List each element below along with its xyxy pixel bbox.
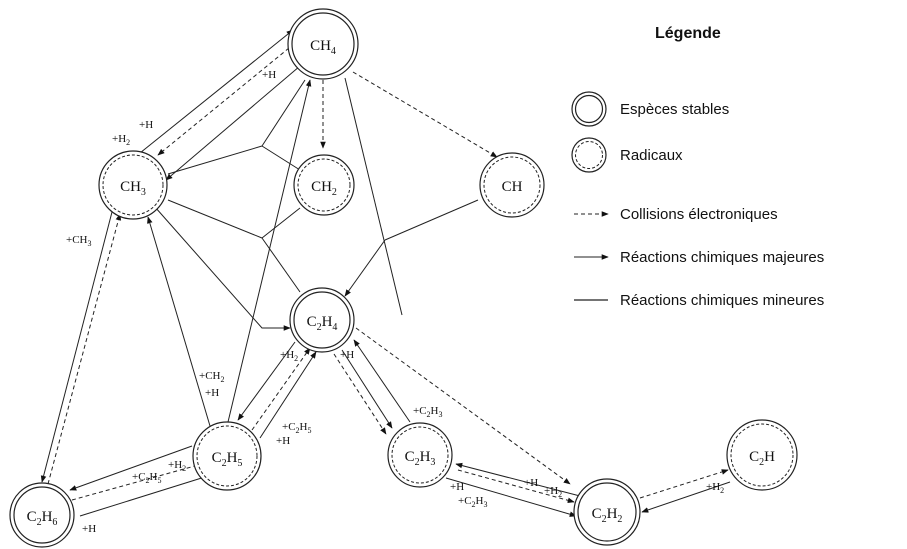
- legend-electron-label: Collisions électroniques: [620, 206, 778, 223]
- edge-ch3-to-ch4: [139, 29, 294, 154]
- edge-c2h2-to-c2h-electron: [639, 469, 729, 499]
- node-ch: CH: [479, 152, 545, 218]
- reaction-label: +H: [82, 523, 96, 535]
- edge-ch4-to-c2h4-minor: [344, 77, 403, 316]
- edge-c2h5-to-ch3: [147, 216, 211, 427]
- edge-c2h6-to-ch3-electron: [47, 213, 122, 485]
- edge-ch2-junction-b: [261, 207, 301, 239]
- legend-stable: Espèces stables: [571, 91, 729, 127]
- legend-title: Légende: [655, 25, 721, 42]
- legend-major-label: Réactions chimiques majeures: [620, 249, 824, 266]
- reaction-label: +H2: [706, 481, 724, 495]
- reaction-label: +C2H5: [132, 471, 162, 485]
- edge-c2h3-to-c2h2: [445, 477, 577, 517]
- edge-junction-ch3: [167, 145, 263, 175]
- node-c2h: C2H: [726, 419, 798, 491]
- edge-ch-to-c2h4: [384, 199, 479, 241]
- reaction-label: +H2: [544, 485, 562, 499]
- edge-c2h5-to-c2h6: [69, 445, 193, 491]
- node-label-c2h: C2H: [749, 449, 775, 468]
- edge-c2h5-to-ch4: [227, 79, 312, 423]
- edge-c2h3-to-c2h2-electron: [457, 469, 575, 504]
- node-label-c2h2: C2H2: [592, 506, 623, 525]
- node-label-ch2: CH2: [311, 179, 337, 198]
- edge-ch4-ch2-junction: [261, 79, 306, 147]
- node-ch2: CH2: [293, 154, 355, 216]
- reaction-label: +H: [205, 387, 219, 399]
- edge-c2h5-to-c2h4: [259, 351, 317, 439]
- edge-junction-ch2: [261, 145, 301, 171]
- reaction-label: +H: [340, 349, 354, 361]
- legend: Légende Espèces stables Radicaux Collisi…: [571, 25, 824, 309]
- reaction-edges: [40, 29, 731, 517]
- legend-electron: Collisions électroniques: [574, 206, 778, 223]
- edge-ch-junction-c2h4: [344, 239, 386, 297]
- edge-ch4-to-ch3: [165, 65, 301, 181]
- edge-ch3-to-c2h6: [40, 211, 113, 483]
- edge-c2h-to-c2h2: [641, 481, 731, 513]
- reaction-label: +C2H3: [413, 405, 443, 419]
- reaction-label: +CH2: [199, 370, 224, 384]
- edge-c2h3-to-c2h4: [353, 339, 411, 423]
- node-label-ch: CH: [502, 179, 523, 195]
- edge-ch4-to-ch3-electron: [157, 47, 290, 156]
- edge-junction-b-c2h4: [261, 237, 301, 293]
- reaction-label: +C2H5: [282, 421, 312, 435]
- legend-stable-label: Espèces stables: [620, 101, 729, 118]
- legend-minor: Réactions chimiques mineures: [574, 292, 824, 309]
- node-c2h5: C2H5: [192, 421, 262, 491]
- legend-minor-label: Réactions chimiques mineures: [620, 292, 824, 309]
- legend-radical-label: Radicaux: [620, 147, 683, 164]
- reaction-label: +H: [262, 69, 276, 81]
- reaction-label: +H: [139, 119, 153, 131]
- node-label-c2h5: C2H5: [212, 450, 243, 469]
- node-c2h6: C2H6: [9, 482, 75, 548]
- reaction-label: +H2: [280, 349, 298, 363]
- reaction-labels: +H +H +H2 +CH3 +CH2 +H +H2 +H +C2H5 +H +…: [66, 69, 724, 535]
- reaction-label: +H: [524, 477, 538, 489]
- node-label-ch3: CH3: [120, 179, 146, 198]
- node-c2h3: C2H3: [387, 422, 453, 488]
- edge-c2h6-to-c2h5: [79, 475, 209, 517]
- node-label-ch4: CH4: [310, 38, 336, 57]
- edge-ch4-to-ch-electron: [352, 71, 498, 158]
- radical-species-icon: [571, 137, 607, 173]
- stable-species-icon: [571, 91, 607, 127]
- edge-c2h4-to-c2h5: [237, 341, 296, 421]
- node-c2h4: C2H4: [289, 287, 355, 353]
- reaction-label: +H2: [112, 133, 130, 147]
- legend-major: Réactions chimiques majeures: [574, 249, 824, 266]
- edge-c2h4-to-c2h2-electron: [355, 327, 571, 485]
- edge-c2h4-to-c2h3-electron: [333, 353, 387, 435]
- node-label-c2h4: C2H4: [307, 314, 338, 333]
- legend-radical: Radicaux: [571, 137, 683, 173]
- reaction-label: +H: [450, 481, 464, 493]
- edge-c2h6-to-c2h5-electron: [71, 462, 203, 501]
- edge-ch3-junction-b: [167, 199, 263, 239]
- node-ch4: CH4: [287, 8, 359, 80]
- node-label-c2h6: C2H6: [27, 509, 58, 528]
- edge-ch3-to-c2h4: [154, 206, 291, 331]
- edge-c2h5-to-c2h4-electron: [251, 347, 311, 431]
- reaction-label: +H2: [168, 459, 186, 473]
- node-c2h2: C2H2: [573, 478, 641, 546]
- reaction-label: +H: [276, 435, 290, 447]
- node-label-c2h3: C2H3: [405, 449, 436, 468]
- node-ch3: CH3: [98, 150, 168, 220]
- reaction-label: +C2H3: [458, 495, 488, 509]
- edge-c2h4-to-c2h3: [341, 349, 393, 429]
- species-nodes: CH4 CH3 CH2 CH C2H4 C2H5: [9, 8, 798, 548]
- reaction-label: +CH3: [66, 234, 91, 248]
- edge-c2h2-to-c2h3: [455, 462, 581, 497]
